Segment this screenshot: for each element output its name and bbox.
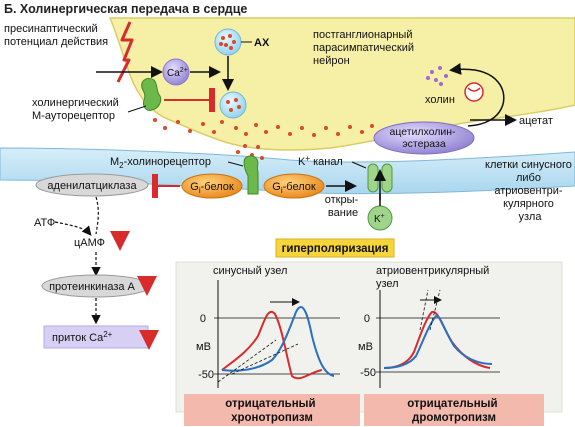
- neuron-name: постганглионарный парасимпатический нейр…: [313, 29, 417, 67]
- ach-vesicle-fusing-dots: [226, 98, 241, 112]
- autoreceptor-leader: [127, 105, 147, 113]
- graph1-zero-tick: 0: [200, 313, 206, 325]
- m2-receptor-icon: [243, 155, 259, 195]
- autoreceptor-label: холинергический М-ауторецептор: [32, 97, 122, 122]
- m-autoreceptor-icon: [141, 77, 162, 111]
- graph2-minus50-tick: -50: [360, 367, 376, 379]
- graph2-title: атриовентрикулярный узел: [376, 265, 492, 290]
- graph2: 0 мВ -50: [358, 289, 500, 388]
- graphs-panel: [175, 261, 563, 413]
- graph2-caption: отрицательный дромотропизм: [407, 398, 501, 424]
- graph2-slope-line-a: [419, 289, 429, 331]
- m2-receptor-label: М2-холинорецептор: [110, 156, 211, 170]
- graph1-minus50-tick: -50: [198, 369, 214, 381]
- graph1-red-trace: [221, 311, 323, 380]
- k-channel-leader: [351, 161, 367, 169]
- atp-label: АТФ: [34, 217, 55, 229]
- graph1-unit: мВ: [196, 341, 211, 353]
- ac-to-camp-arrow: [95, 196, 99, 235]
- gi-protein-left: [181, 173, 243, 199]
- hyperpolarization-box: [275, 238, 395, 258]
- choline-label: холин: [425, 94, 455, 106]
- ach-vesicle-fusing: [219, 91, 247, 119]
- gi-protein-left-label: Gi-белок: [190, 181, 234, 195]
- graph2-unit: мВ: [358, 341, 373, 353]
- k-channel-label: K+ канал: [298, 154, 343, 168]
- pka-label: протеинкиназа А: [49, 281, 135, 293]
- graph2-zero-tick: 0: [364, 313, 370, 325]
- gi-protein-right: [263, 173, 325, 199]
- choline-transporter-notch: [467, 87, 481, 92]
- graph1-caption-box: [184, 394, 360, 426]
- graph1-blue-trace: [221, 306, 335, 377]
- acetate-label: ацетат: [519, 115, 553, 127]
- presynaptic-label: пресинаптический потенциал действия: [4, 23, 108, 48]
- ach-label: АХ: [254, 37, 270, 49]
- gi-protein-right-label: Gi-белок: [272, 181, 316, 195]
- k-ion-label: K+: [374, 213, 385, 225]
- ca-ion-label: Ca2+: [167, 67, 188, 79]
- ache-label: ацетилхолин- эстераза: [390, 126, 459, 150]
- choline-molecules: [426, 66, 448, 86]
- camp-label: цАМФ: [74, 237, 105, 249]
- graph2-slope-line-b: [429, 289, 441, 331]
- choline-transporter-icon: [464, 82, 484, 102]
- adenylate-cyclase: [35, 173, 149, 197]
- m2-label-leader: [227, 161, 244, 167]
- target-cells-label: клетки синусного либо атриовентри- куляр…: [485, 159, 575, 223]
- ach-vesicle-top-dots: [219, 34, 236, 50]
- acetylcholinesterase: [373, 121, 475, 155]
- hyperpolarization-label: гиперполяризация: [282, 243, 389, 255]
- graph1-caption: отрицательный хронотропизм: [225, 398, 319, 424]
- graph2-caption-box: [364, 394, 544, 426]
- page-title: Б. Холинергическая передача в сердце: [4, 2, 247, 16]
- action-potential-bolt-icon: [116, 21, 134, 83]
- ca-inflow-label: приток Ca2+: [52, 330, 113, 344]
- ach-vesicle-top: [214, 28, 242, 56]
- graph1-title: синусный узел: [213, 265, 287, 277]
- graph2-blue-trace: [383, 314, 493, 369]
- graph1: 0 мВ -50: [196, 280, 340, 388]
- graph1-slope-line-b: [231, 343, 299, 375]
- graph1-slope-line-a: [217, 339, 277, 383]
- ca-ion: [162, 58, 190, 86]
- adenylate-cyclase-label: аденилатциклаза: [47, 180, 137, 192]
- atp-to-camp-arrow: [54, 221, 92, 236]
- opening-label: откры- вание: [325, 194, 361, 219]
